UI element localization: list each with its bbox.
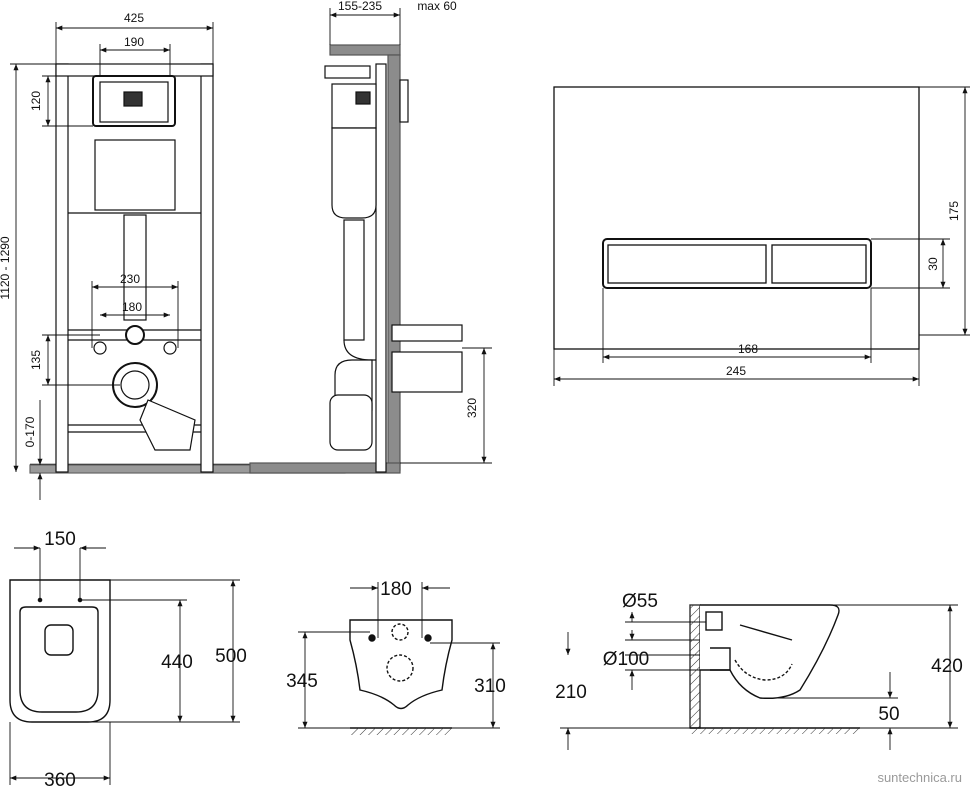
frame-side-dimensions: [329, 8, 492, 464]
front-total-height-label: 345: [286, 671, 318, 692]
toilet-side-dimensions: [560, 604, 958, 750]
flush-plate-width-label: 245: [726, 364, 746, 378]
flush-plate-dimensions: [553, 86, 970, 386]
flush-plate: [553, 86, 920, 350]
button-width-label: 168: [738, 342, 758, 356]
toilet-top-width-label: 150: [44, 529, 76, 550]
frame-depth-range-label: 155-235: [338, 0, 382, 13]
rim-height-label: 420: [931, 656, 963, 677]
frame-width-label: 425: [124, 11, 144, 25]
floor-gap-label: 50: [878, 704, 899, 725]
outlet-height-label: 320: [465, 398, 479, 418]
frame-height-range-label: 1120 - 1290: [0, 236, 12, 299]
front-bolt-height-label: 310: [474, 676, 506, 697]
panel-height-label: 120: [29, 91, 43, 111]
inlet-diameter-label: Ø55: [622, 591, 658, 612]
frame-front-dimensions: [10, 22, 214, 500]
toilet-top-dimensions: [9, 545, 240, 785]
toilet-width-label: 360: [44, 770, 76, 789]
watermark: suntechnica.ru: [877, 770, 962, 785]
front-bolt-spacing-label: 180: [380, 579, 412, 600]
max-wall-label: max 60: [417, 0, 457, 13]
inner-bolt-spacing-label: 180: [122, 300, 142, 314]
outer-bolt-spacing-label: 230: [120, 272, 140, 286]
button-height-label: 30: [926, 257, 940, 271]
frame-side-view: [249, 44, 463, 474]
toilet-length-label: 500: [215, 646, 247, 667]
toilet-front-view: [349, 619, 453, 735]
toilet-top-view: [9, 579, 111, 723]
outlet-height-side-label: 210: [555, 682, 587, 703]
toilet-seat-length-label: 440: [161, 652, 193, 673]
toilet-side-view: [689, 604, 860, 734]
foot-adjust-label: 0-170: [23, 416, 37, 447]
outlet-diameter-label: Ø100: [603, 649, 649, 670]
bolt-height-label: 135: [29, 350, 43, 370]
toilet-front-dimensions: [298, 582, 500, 729]
panel-width-label: 190: [124, 35, 144, 49]
flush-plate-height-label: 175: [947, 201, 961, 221]
frame-front-view: [29, 63, 346, 474]
